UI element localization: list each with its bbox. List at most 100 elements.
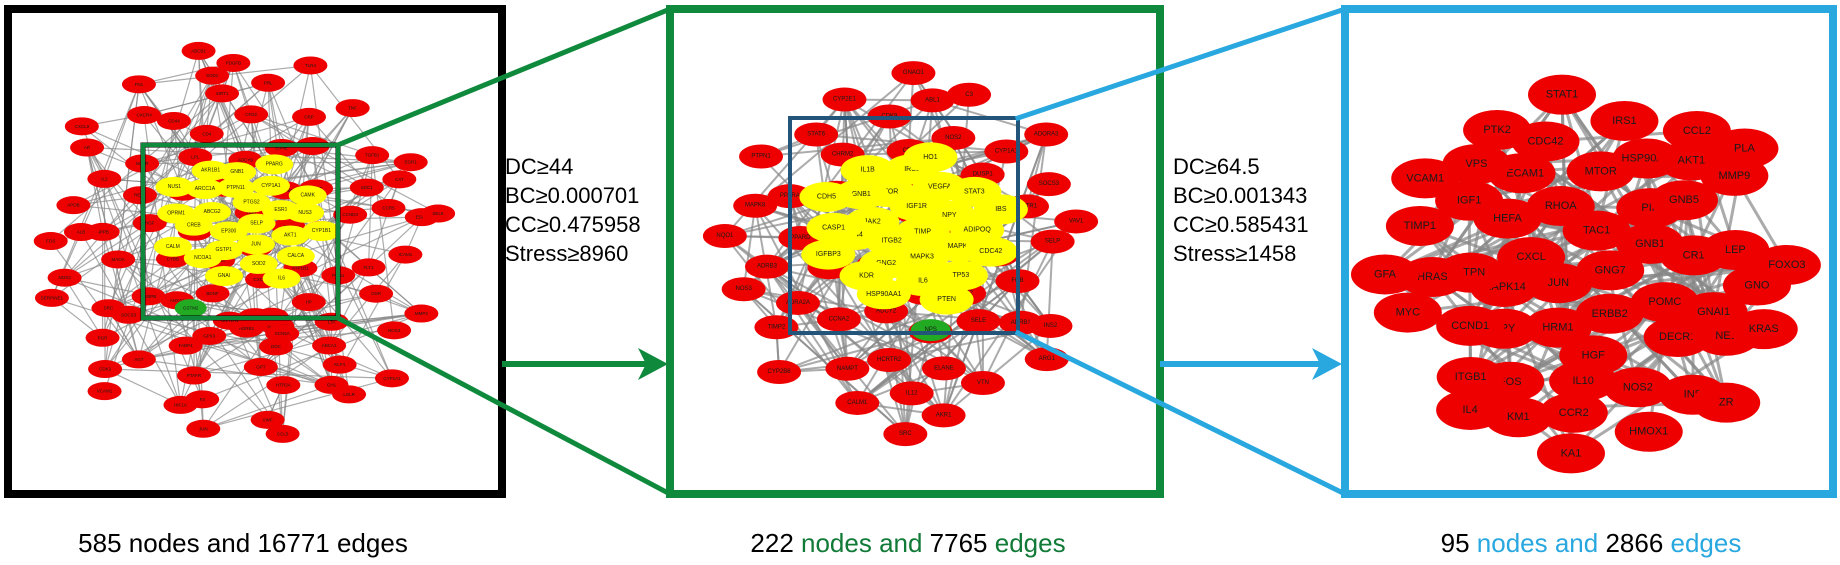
- p1-node-label: CD44: [168, 118, 180, 123]
- p3-node-label: CCR2: [1559, 407, 1589, 419]
- p1-core-node-label: NUS3: [298, 210, 312, 216]
- p2-core-node-label: MAPK3: [910, 253, 934, 260]
- p3-node-label: HEFA: [1493, 213, 1522, 225]
- p3-node-label: DECR1: [1659, 331, 1696, 343]
- p2-node-label: ADCY2: [876, 308, 897, 314]
- p1-node-label: CCL5: [277, 431, 289, 436]
- p1-node: BDNF: [196, 284, 230, 302]
- p1-node-label: FN1: [135, 82, 144, 87]
- p1-node: FABP4: [169, 337, 203, 355]
- p1-green-node: GSTM2: [175, 299, 207, 317]
- p3-node: KA1: [1537, 433, 1605, 473]
- panel2-text-edges: edges: [988, 528, 1066, 558]
- p3-node-label: VCAM1: [1406, 172, 1444, 184]
- p2-core-node: CASP1: [807, 213, 861, 243]
- p1-node-label: CAT: [395, 177, 404, 182]
- p2-node-label: ELANE: [934, 365, 954, 371]
- p2-node-label: VAV1: [1069, 218, 1084, 224]
- p2-node: SOCS3: [1027, 172, 1071, 196]
- p1-core-node-label: NCOA1: [194, 255, 211, 261]
- p2-node-label: CALM1: [847, 400, 868, 406]
- p1-node-label: HTR2A: [276, 383, 291, 388]
- p2-node: CYP2E1: [822, 88, 866, 112]
- p1-node-label: KLF4: [334, 362, 345, 367]
- p1-node-label: MMP2: [415, 311, 428, 316]
- p1-node: ICAM1: [388, 246, 422, 264]
- p1-node-label: VCAM1: [97, 389, 113, 394]
- p3-node: IRS1: [1590, 101, 1658, 141]
- p1-node-label: NPPB: [97, 229, 109, 234]
- p1-node-label: TGFB1: [365, 153, 380, 158]
- p3-node-label: MYC: [1396, 307, 1421, 319]
- p1-node-label: ICAM1: [398, 252, 412, 257]
- p1-node: CFD2: [234, 105, 268, 123]
- p3-node-label: IRS1: [1612, 115, 1636, 127]
- p3-node-label: FOXO3: [1768, 259, 1805, 271]
- p1-node-label: SOCS3: [121, 312, 137, 317]
- p3-node-label: CDC42: [1527, 135, 1563, 147]
- p1-core-node-label: CYP1A1: [261, 183, 280, 189]
- p1-core-node-label: GSTP1: [216, 247, 233, 253]
- panel3-edge-count: 2866: [1605, 528, 1663, 558]
- p3-node-label: GNB5: [1669, 194, 1699, 206]
- p2-node: VAV1: [1054, 209, 1098, 233]
- p2-node-label: ABL1: [925, 97, 940, 103]
- p1-node-label: HIF1A: [174, 402, 187, 407]
- p2-core-node-label: GNB1: [852, 191, 871, 198]
- p3-node-label: STAT1: [1546, 89, 1579, 101]
- p1-node: CCR5: [371, 199, 405, 217]
- p3-node: IL4: [1436, 390, 1504, 430]
- p1-core-node-label: GNAI: [218, 273, 230, 279]
- p2-node-label: NQO1: [716, 233, 734, 239]
- p1-node: CAT: [382, 170, 416, 188]
- p1-node: SRC: [91, 299, 125, 317]
- p1-node-label: CFD2: [245, 112, 257, 117]
- p2-core-node: CDC42: [964, 237, 1018, 267]
- p2-node: C3: [947, 83, 991, 107]
- p3-node-label: NOS2: [1623, 381, 1653, 393]
- p1-node-label: CDK2: [99, 367, 112, 372]
- p1-node: HP: [292, 293, 326, 311]
- p2-core-node-label: HSP90AA1: [866, 291, 902, 298]
- p1-node-label: ABCB1: [191, 48, 206, 53]
- p1-node-label: DDC: [271, 344, 281, 349]
- p1-node: NOS3: [377, 321, 411, 339]
- p1-node-label: PRL: [264, 80, 273, 85]
- p2-node-label: ARRB1: [1011, 320, 1032, 326]
- panel2-caption: 222 nodes and 7765 edges: [750, 528, 1065, 559]
- p1-low-node: SCN5A: [265, 325, 299, 343]
- p2-node-label: DUSP1: [973, 172, 994, 178]
- p1-node-label: TNF: [348, 106, 357, 111]
- p1-node: PGR: [86, 329, 120, 347]
- p1-core-node-label: PPARG: [266, 161, 283, 167]
- p2-node: ADORA3: [1024, 123, 1068, 147]
- p1-node: CRP: [292, 108, 326, 126]
- p1-node: GPT: [244, 358, 278, 376]
- p1-node-label: GSR: [371, 291, 382, 296]
- p1-node: AR: [70, 139, 104, 157]
- p2-node-label: ARG1: [1039, 356, 1056, 362]
- p1-core-node-label: PTPN11: [226, 185, 245, 191]
- p1-core-node-label: AKR1B1: [201, 168, 220, 174]
- p2-node-label: TIMP2: [768, 324, 786, 330]
- p2-node: NAMPT: [825, 357, 869, 381]
- p1-core-node-label: ABCG2: [204, 209, 221, 215]
- p1-node-label: HP: [306, 300, 312, 305]
- criteria-dc: DC≥64.5: [1173, 152, 1309, 181]
- p1-node: KLF4: [323, 356, 357, 374]
- p2-node-label: MAPK8: [745, 203, 766, 209]
- p1-core-node-label: SOD2: [252, 261, 266, 267]
- p1-core-node: CYP1B1: [302, 221, 340, 241]
- p1-low-node-label: SCN5A: [275, 331, 290, 336]
- p2-node-label: NAMPT: [837, 366, 858, 372]
- p2-node: ELANE: [922, 356, 966, 380]
- p2-node-label: SELE: [971, 318, 986, 324]
- p2-node-label: SRC: [899, 431, 912, 437]
- p1-node: VCAM1: [88, 382, 122, 400]
- p1-node: TNF: [336, 99, 370, 117]
- criteria-bc: BC≥0.001343: [1173, 181, 1309, 210]
- p2-node: MAPK8: [733, 194, 777, 218]
- p1-core-node: NUS1: [155, 177, 193, 197]
- p3-node-label: ERBB2: [1592, 308, 1628, 320]
- p2-node: CYP2B6: [757, 360, 801, 384]
